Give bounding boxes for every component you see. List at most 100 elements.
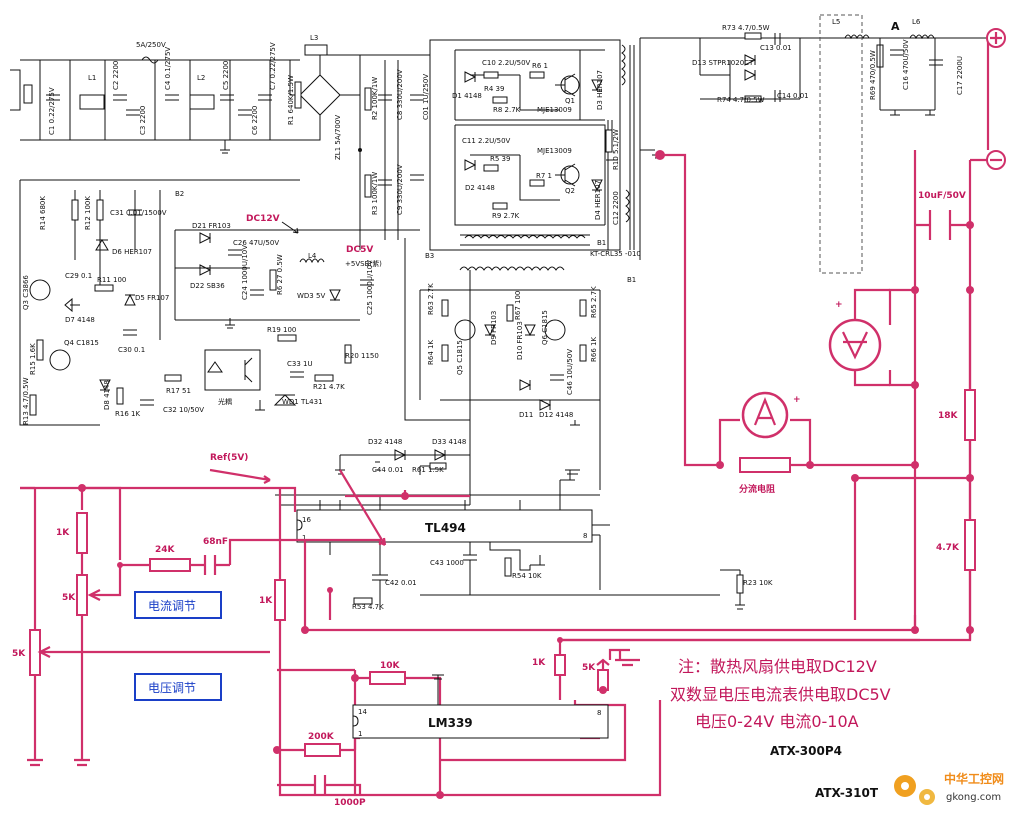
driver-section: R63 2.7K R64 1K Q5 C1815 D9 FR103 R67 10… [335,238,773,611]
c9-label: C9 330U/200V [396,164,404,215]
dc12v-label: DC12V [246,214,280,224]
bridge-label: ZL1 5A/700V [334,115,342,160]
c24-label: C24 1000U/10V [241,245,249,300]
mod-c-1000p: 1000P [334,798,366,808]
d33-label: D33 4148 [432,438,466,446]
r54-label: R54 10K [512,572,542,580]
mod-r-1k-c: 1K [532,658,546,668]
d32-label: D32 4148 [368,438,402,446]
q1-number: Q1 [565,97,575,105]
c25-label: C25 1000U/10V [366,260,374,315]
q5-label: Q5 C1815 [456,340,464,375]
mod-r-5k-c: 5K [582,663,596,673]
mod-r-18k: 18K [938,411,959,421]
r17-label: R17 51 [166,387,191,395]
q2-number: Q2 [565,187,575,195]
c11-label: C11 2.2U/50V [462,137,511,145]
model-a-label: ATX-300P4 [770,744,842,758]
q3-label: Q3 C3866 [22,275,30,310]
d10-label: D10 FR103 [516,321,524,360]
wd3-label: WD3 5V [297,292,325,300]
r23-label: R23 10K [743,579,773,587]
r1-label: R1 640K/1.5W [287,75,295,125]
r66-label: R66 1K [590,337,598,362]
c33-label: C33 1U [287,360,313,368]
r53-label: R53 4.7K [352,603,384,611]
c01-label: C01 1U/250V [422,74,430,120]
notes-block: 注：散热风扇供电取DC12V 双数显电压电流表供电取DC5V 电压0-24V 电… [670,657,891,800]
d13-label: D13 STPR1020CT [692,59,754,67]
d22-label: D22 SB36 [190,282,225,290]
c13-label: C13 0.01 [760,44,792,52]
r20-label: R20 1150 [345,352,379,360]
c6-label: C6 2200 [251,106,259,135]
c3-label: C3 2200 [139,106,147,135]
output-section: R73 4.7/0.5W C13 0.01 D13 STPR1020CT R74… [639,14,988,274]
mod-r-200k: 200K [308,732,335,742]
current-adjust-label: 电流调节 [148,599,196,613]
tl494-section: TL494 16 1 8 [275,270,745,610]
watermark-url: gkong.com [946,792,1001,803]
mod-cap-out-label: 10uF/50V [918,191,966,201]
lm339-pin1: 1 [358,730,362,738]
tl494-pin1: 1 [302,534,306,542]
c42-label: C42 0.01 [385,579,417,587]
model-b-label: ATX-310T [815,786,879,800]
b1-label: B1 [597,239,606,247]
q6-label: Q6 C1815 [541,310,549,345]
l6-label: L6 [912,18,921,26]
l4-label: L4 [308,252,317,260]
c14-label: C14 0.01 [777,92,809,100]
mod-r-5k-a: 5K [62,593,76,603]
c26-label: C26 47U/50V [233,239,279,247]
fuse-label: 5A/250V [136,41,166,49]
r3-label: R3 100K/1W [371,172,379,215]
note-line-1: 注：散热风扇供电取DC12V [678,657,877,676]
r64-label: R64 1K [427,340,435,365]
r61-label: R61 1.5K [412,466,444,474]
q1-label: MJE13009 [537,106,572,114]
lm339-chip [352,704,609,739]
l2-label: L2 [197,74,205,82]
note-line-3: 电压0-24V 电流0-10A [695,712,859,731]
d4-label: D4 HER107 [594,180,602,220]
d2-label: D2 4148 [465,184,495,192]
input-filter-section: 5A/250V L1 L2 L3 C1 0.22/275V C2 2200 C3… [10,34,430,250]
vsb-label: +5VSB(紫) [345,260,382,268]
l1-label: L1 [88,74,96,82]
r65-label: R65 2.7K [590,286,598,318]
r15-label: R15 1.6K [29,343,37,375]
c8-label: C8 330U/200V [396,69,404,120]
optocoupler-label: 光耦 [218,397,232,406]
mod-c-68nf: 68nF [203,537,228,547]
b3-label: B3 [425,252,434,260]
c46-label: C46 10U/50V [566,349,574,395]
lm339-label: LM339 [428,716,473,730]
r67-label: R67 100 [514,291,522,320]
c44-label: C44 0.01 [372,466,404,474]
r2-label: R2 100K/1W [371,77,379,120]
c31-label: C31 0.01/1500V [110,209,167,217]
r5-label: R5 39 [490,155,510,163]
c32-label: C32 10/50V [163,406,204,414]
c12-label: C12 2200 [612,191,620,225]
r6b-label: R6 27 0.5W [276,254,284,295]
c29-label: C29 0.1 [65,272,92,280]
r19-label: R19 100 [267,326,296,334]
r6-label: R6 1 [532,62,548,70]
d21-label: D21 FR103 [192,222,231,230]
b1-bottom-label: B1 [627,276,636,284]
r74-label: R74 4.7/0.5W [717,96,765,104]
tl494-chip [296,509,593,543]
c1-label: C1 0.22/275V [48,87,56,135]
q2-label: MJE13009 [537,147,572,155]
r9-label: R9 2.7K [492,212,520,220]
half-bridge-section: C10 2.2U/50V D1 4148 R4 39 R6 1 R8 2.7K … [175,39,641,284]
tl494-pin16: 16 [302,516,311,524]
d3-label: D3 HER107 [596,70,604,110]
c16-label: C16 470U/50V [902,39,910,90]
voltage-adjust-label: 电压调节 [148,681,196,695]
mod-r-1k-b: 1K [259,596,273,606]
watermark-cn: 中华工控网 [944,771,1004,786]
